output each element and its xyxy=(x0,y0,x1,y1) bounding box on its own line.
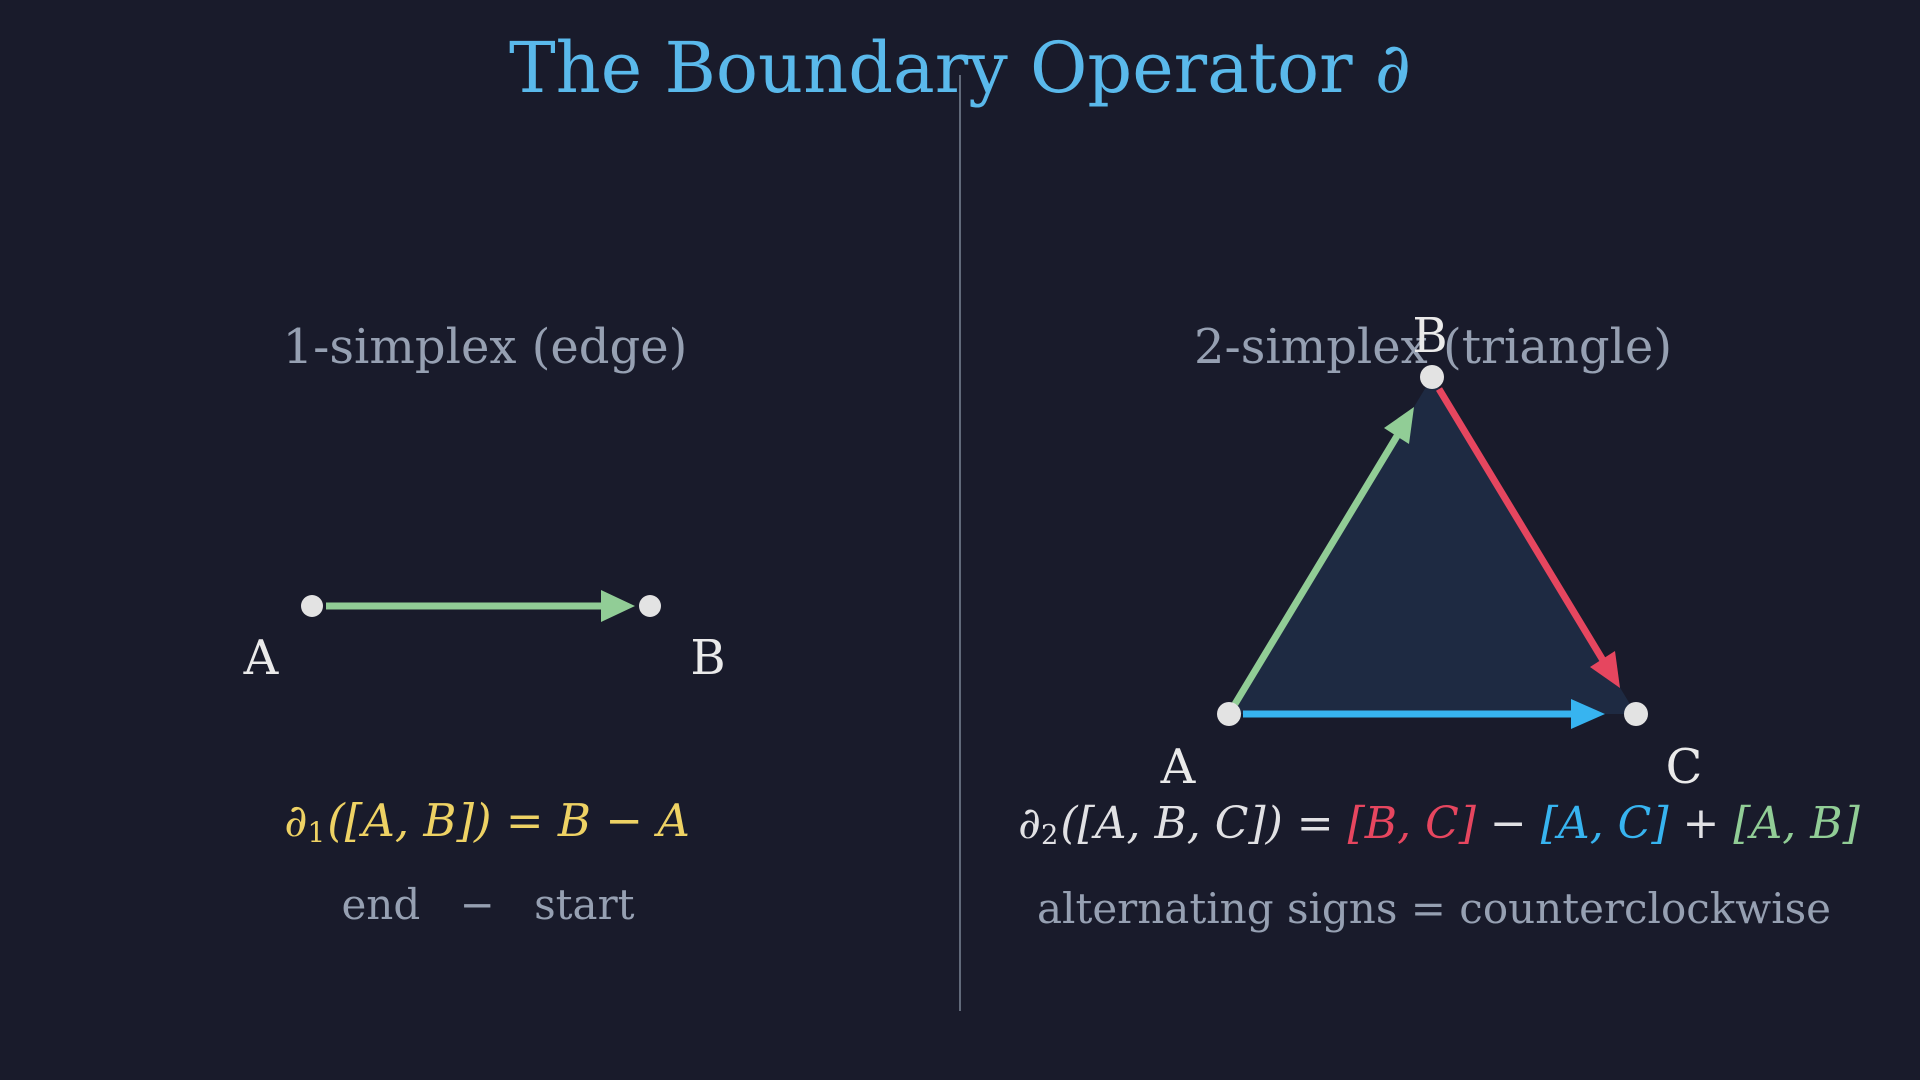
vertex-dot-a xyxy=(1217,702,1241,726)
vertical-divider xyxy=(959,75,961,1011)
vertex-label-c: C xyxy=(1666,739,1703,795)
vertex-label-a: A xyxy=(243,630,280,686)
edge-diagram: A B xyxy=(243,590,726,686)
triangle-diagram: B A C xyxy=(1160,308,1703,795)
heading-1-simplex: 1-simplex (edge) xyxy=(282,319,688,375)
triangle-face xyxy=(1229,377,1636,714)
boundary-formula-2-simplex: ∂2([A, B, C]) = [B, C] − [A, C] + [A, B] xyxy=(1018,798,1860,851)
triangle-edge-ab xyxy=(1232,434,1400,706)
caption-end-minus-start: end − start xyxy=(341,880,635,929)
vertex-dot-c xyxy=(1624,702,1648,726)
triangle-arrowhead-ac-icon xyxy=(1571,699,1605,729)
vertex-label-b: B xyxy=(690,630,725,686)
vertex-dot-a xyxy=(301,595,323,617)
edge-arrowhead-icon xyxy=(601,590,635,622)
caption-alternating-signs: alternating signs = counterclockwise xyxy=(1036,884,1832,933)
vertex-dot-b xyxy=(639,595,661,617)
vertex-label-b: B xyxy=(1412,308,1447,364)
triangle-edge-bc xyxy=(1436,387,1607,664)
triangle-arrowhead-bc-icon xyxy=(1590,651,1620,688)
boundary-formula-1-simplex: ∂1([A, B]) = B − A xyxy=(284,794,690,850)
vertex-label-a: A xyxy=(1160,739,1197,795)
triangle-arrowhead-ab-icon xyxy=(1384,407,1414,444)
vertex-dot-b xyxy=(1420,365,1444,389)
